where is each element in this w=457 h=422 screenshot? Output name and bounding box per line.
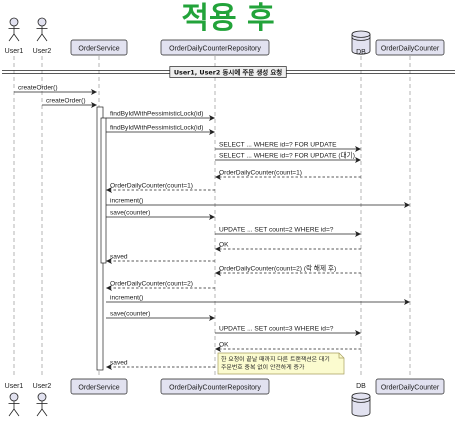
participant-label: OrderService [78, 385, 119, 392]
participant-label: OrderDailyCounterRepository [169, 46, 261, 53]
message-label: OrderDailyCounter(count=1) [219, 169, 302, 176]
participant-box-svc [70, 39, 128, 56]
participant-box-svc [70, 378, 128, 395]
participant-box-repo [160, 39, 270, 56]
participant-label: DB [356, 383, 366, 390]
participants-bottom: User1 User2 OrderService OrderDailyCounterR… [5, 378, 445, 417]
diagram-title: 적용 후 [181, 1, 274, 36]
participants-top: User1 User2 OrderService OrderDailyCounterR… [5, 17, 445, 56]
participant-label: DB [356, 49, 366, 56]
participant-label: OrderDailyCounterRepository [169, 385, 261, 392]
note-line: 한 요청이 끝날 때까지 다른 트랜잭션은 대기 [221, 355, 330, 363]
participant-box-counter [375, 378, 445, 395]
message-label: saved [110, 253, 128, 260]
message-label: OrderDailyCounter(count=2) (락 해제 후) [219, 263, 336, 272]
message-label: createOrder() [46, 97, 86, 104]
participant-label: User2 [33, 48, 52, 55]
actor-icon [36, 392, 48, 417]
message-label: createOrder() [18, 84, 58, 91]
participant-label: User1 [5, 383, 24, 390]
activation-bars [96, 106, 107, 371]
participant-box-repo [160, 378, 270, 395]
message-label: save(counter) [110, 310, 150, 317]
note-line: 주문번호 중복 없이 안전하게 증가 [221, 363, 305, 371]
message-label: UPDATE ... SET count=3 WHERE id=? [219, 325, 334, 332]
message-label: increment() [110, 294, 143, 301]
actor-icon [36, 17, 48, 42]
actor-icon [8, 392, 20, 417]
database-icon [351, 30, 371, 55]
note-box [217, 352, 345, 375]
participant-label: User1 [5, 48, 24, 55]
message-label: SELECT ... WHERE id=? FOR UPDATE (대기) [219, 150, 355, 159]
message-label: SELECT ... WHERE id=? FOR UPDATE [219, 141, 337, 148]
actor-icon [8, 17, 20, 42]
message-label: saved [110, 359, 128, 366]
message-label: findByIdWithPessimisticLock(id) [110, 110, 203, 117]
separator-box [169, 66, 287, 78]
message-label: UPDATE ... SET count=2 WHERE id=? [219, 226, 334, 233]
separator: User1, User2 동시에 주문 생성 요청 [2, 66, 455, 78]
message-label: OrderDailyCounter(count=1) [110, 182, 193, 189]
messages: createOrder() createOrder() findByIdWithPe… [14, 84, 410, 370]
participant-label: OrderService [78, 46, 119, 53]
message-label: OrderDailyCounter(count=2) [110, 280, 193, 287]
separator-label: User1, User2 동시에 주문 생성 요청 [174, 67, 282, 76]
database-icon [351, 392, 371, 417]
message-label: increment() [110, 197, 143, 204]
message-label: findByIdWithPessimisticLock(id) [110, 124, 203, 131]
participant-label: OrderDailyCounter [381, 46, 440, 53]
message-label: OK [219, 341, 229, 348]
participant-label: OrderDailyCounter [381, 385, 440, 392]
participant-box-counter [375, 39, 445, 56]
participant-label: User2 [33, 383, 52, 390]
activation-bar [100, 117, 107, 264]
note-fold [338, 353, 344, 359]
message-label: save(counter) [110, 209, 150, 216]
message-label: OK [219, 241, 229, 248]
